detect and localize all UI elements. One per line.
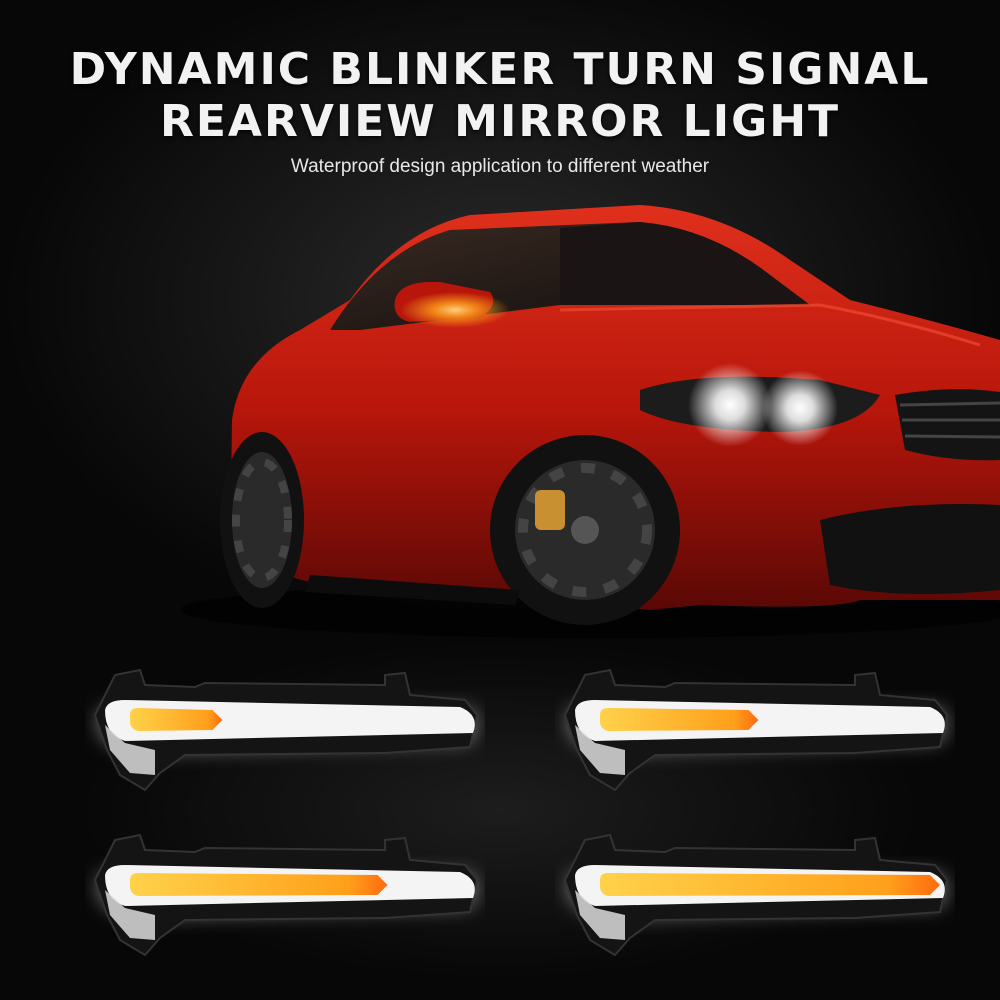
mirror-light-stage-2-image xyxy=(563,668,949,792)
subtitle: Waterproof design application to differe… xyxy=(290,156,710,177)
mirror-light-stage-1-amber-strip xyxy=(130,708,223,731)
floor-glow xyxy=(0,610,1000,1000)
mirror-light-stage-3 xyxy=(85,820,485,970)
mirror-light-stage-3-image xyxy=(93,833,479,957)
mirror-light-stage-4-amber-strip xyxy=(600,873,940,896)
mirror-light-stage-4 xyxy=(555,820,955,970)
car-image xyxy=(180,205,1000,638)
mirror-light-stage-3-amber-strip xyxy=(130,873,388,896)
mirror-light-stage-2 xyxy=(555,655,955,805)
mirror-light-stage-4-image xyxy=(563,833,949,957)
mirror-light-stage-1 xyxy=(85,655,485,805)
mirror-light-stage-2-amber-strip xyxy=(600,708,759,731)
headline-line-1: DYNAMIC BLINKER TURN SIGNAL xyxy=(69,44,931,95)
headline-line-2: REARVIEW MIRROR LIGHT xyxy=(159,96,841,147)
mirror-light-stage-1-image xyxy=(93,668,479,792)
